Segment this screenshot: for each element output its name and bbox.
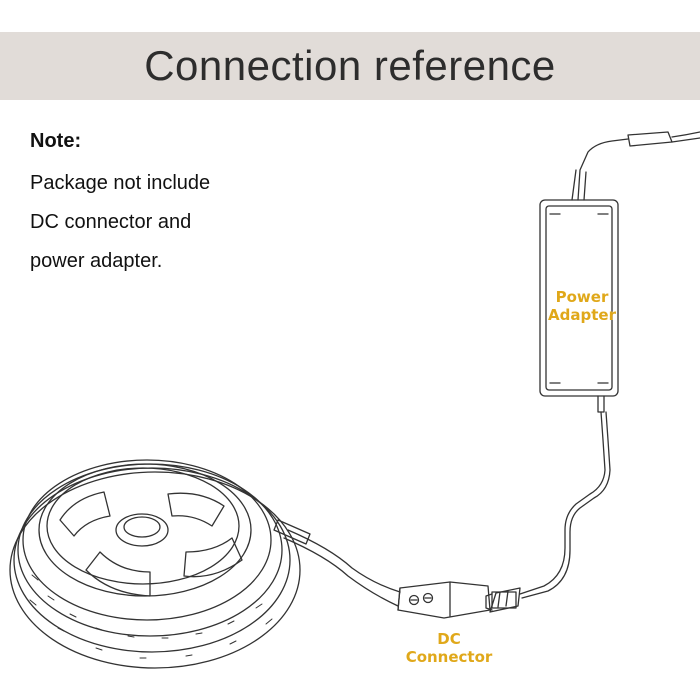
title-banner: Connection reference bbox=[0, 32, 700, 100]
note-line-3: power adapter. bbox=[30, 250, 163, 272]
power-adapter-body bbox=[539, 199, 619, 397]
note-heading: Note: bbox=[30, 130, 82, 152]
adapter-input-cable bbox=[571, 131, 700, 201]
adapter-output-cable bbox=[519, 395, 611, 599]
dc-female-plug bbox=[485, 587, 521, 613]
power-adapter-label: Power Adapter bbox=[548, 288, 616, 324]
note-line-1: Package not include bbox=[30, 172, 211, 194]
note-line-2: DC connector and bbox=[30, 211, 192, 233]
dc-screw-terminal bbox=[397, 581, 491, 619]
dc-connector-label-line-2: Connector bbox=[405, 648, 493, 666]
note-block: Note: Package not include DC connector a… bbox=[30, 126, 330, 281]
power-adapter-label-line-1: Power bbox=[555, 288, 609, 306]
strip-lead-wires bbox=[273, 519, 401, 607]
power-adapter-label-line-2: Adapter bbox=[548, 306, 616, 324]
page-title: Connection reference bbox=[144, 42, 556, 89]
led-strip-reel bbox=[9, 459, 301, 669]
dc-connector-label: DC Connector bbox=[404, 630, 494, 666]
dc-connector-label-line-1: DC bbox=[437, 630, 461, 648]
